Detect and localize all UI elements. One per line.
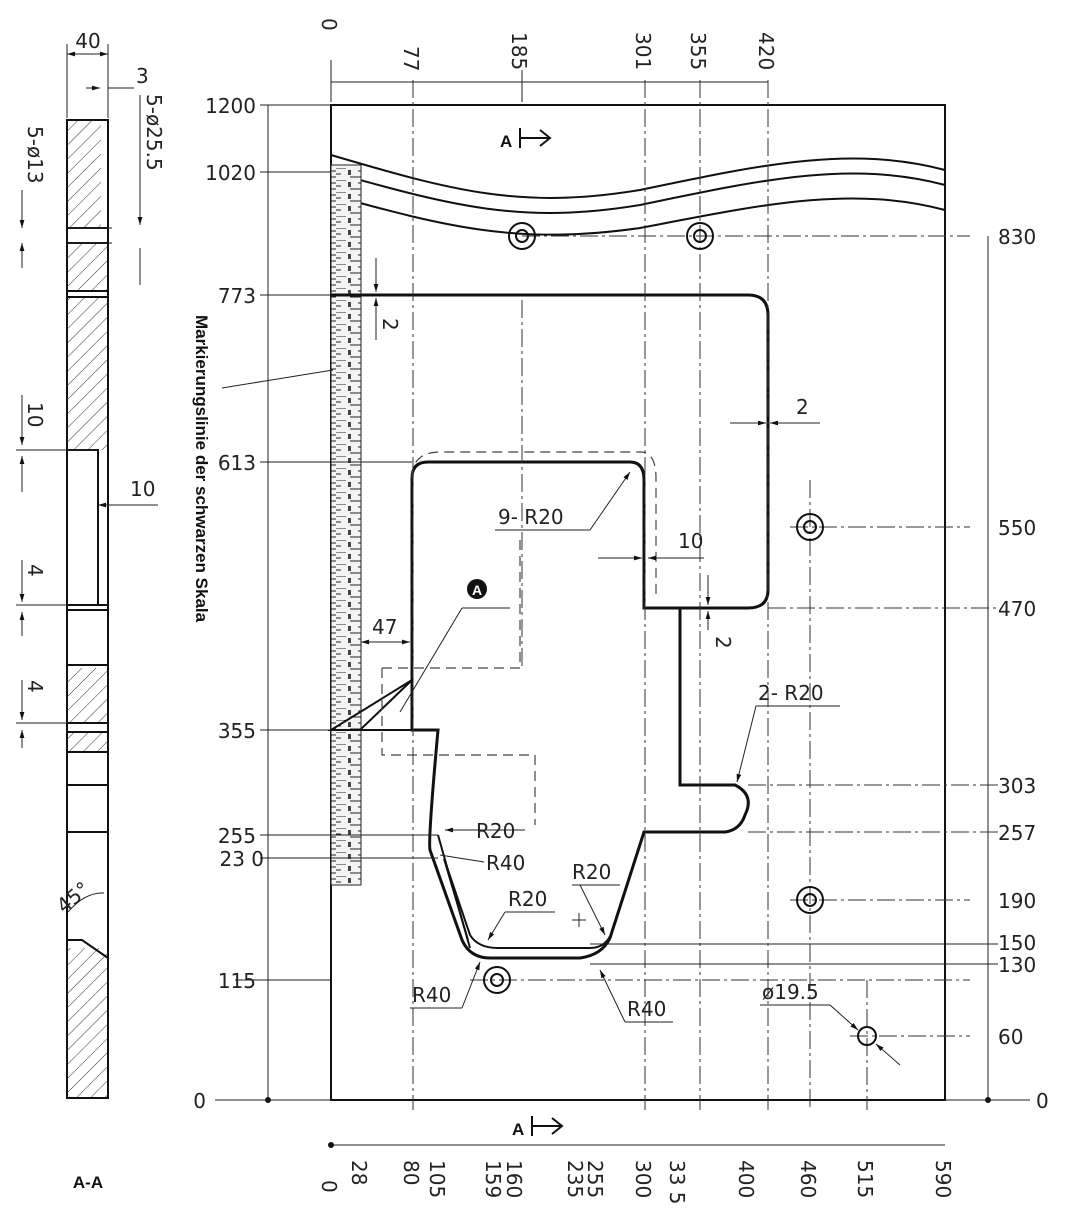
top-dim-185: 185 bbox=[507, 32, 531, 70]
section-view: 40 3 5-ø25.5 5-ø13 10 10 4 4 45° A-A bbox=[16, 29, 166, 1192]
callout-2x-r20: 2- R20 bbox=[758, 681, 824, 705]
break-line-bottom bbox=[330, 194, 946, 236]
callout-r20-b: R20 bbox=[508, 887, 547, 911]
bottom-dim-400: 400 bbox=[734, 1160, 758, 1198]
top-dim-0: 0 bbox=[317, 18, 341, 31]
bottom-dim-235: 235 bbox=[563, 1160, 587, 1198]
bottom-dim-335: 33 5 bbox=[665, 1160, 689, 1205]
dim-gap-2: 4 bbox=[23, 680, 47, 693]
ruler-scale bbox=[330, 164, 362, 886]
bottom-dim-80: 80 bbox=[399, 1160, 423, 1185]
right-dim-303: 303 bbox=[998, 774, 1036, 798]
callout-r20-a: R20 bbox=[476, 819, 515, 843]
right-dim-130: 130 bbox=[998, 953, 1036, 977]
bottom-dim-515: 515 bbox=[853, 1160, 877, 1198]
callout-r20-c: R20 bbox=[572, 860, 611, 884]
left-dim-1200: 1200 bbox=[205, 94, 256, 118]
left-dim-613: 613 bbox=[218, 451, 256, 475]
right-dim-150: 150 bbox=[998, 931, 1036, 955]
right-dim-257: 257 bbox=[998, 821, 1036, 845]
callout-offset-2a: 2 bbox=[378, 318, 402, 331]
hatch-3 bbox=[67, 297, 108, 450]
bottom-dim-460: 460 bbox=[796, 1160, 820, 1198]
dim-step: 3 bbox=[136, 64, 149, 88]
dim-width: 40 bbox=[75, 29, 100, 53]
plate-outline bbox=[330, 104, 946, 1101]
callout-9x-r20: 9- R20 bbox=[498, 505, 564, 529]
left-dim-355: 355 bbox=[218, 719, 256, 743]
hole-5 bbox=[483, 966, 511, 994]
right-dim-0: 0 bbox=[1036, 1089, 1049, 1113]
top-dim-77: 77 bbox=[399, 46, 423, 71]
bottom-dim-590: 590 bbox=[931, 1160, 955, 1198]
hatch-6 bbox=[67, 948, 108, 1098]
hatch-4 bbox=[67, 668, 108, 723]
hatch-1 bbox=[67, 120, 101, 227]
bottom-dim-255: 255 bbox=[583, 1160, 607, 1198]
callout-r40-a: R40 bbox=[486, 851, 525, 875]
left-dim-230: 23 0 bbox=[219, 847, 264, 871]
bottom-dim-159: 159 bbox=[481, 1160, 505, 1198]
left-dim-773: 773 bbox=[218, 284, 256, 308]
bottom-dim-160: 160 bbox=[502, 1160, 526, 1198]
detail-marker: A bbox=[472, 582, 482, 598]
left-dim-0: 0 bbox=[193, 1089, 206, 1113]
callout-hole-diameter: ø19.5 bbox=[762, 980, 819, 1004]
bottom-dim-28: 28 bbox=[347, 1160, 371, 1185]
right-dim-190: 190 bbox=[998, 889, 1036, 913]
hole-1 bbox=[508, 222, 536, 250]
callout-slot-10: 10 bbox=[678, 529, 703, 553]
scale-note: Markierungslinie der schwarzen Skala bbox=[192, 315, 211, 623]
top-dim-301: 301 bbox=[631, 32, 655, 70]
dim-small-holes: 5-ø13 bbox=[23, 126, 47, 184]
dim-slot-depth: 10 bbox=[23, 402, 47, 427]
section-marker-top: A bbox=[500, 132, 512, 151]
callout-r40-c: R40 bbox=[627, 997, 666, 1021]
section-marker-bottom: A bbox=[512, 1120, 524, 1139]
hole-6 bbox=[857, 1026, 877, 1046]
top-dim-420: 420 bbox=[754, 32, 778, 70]
dim-counterbore: 5-ø25.5 bbox=[142, 94, 166, 171]
callout-offset-47: 47 bbox=[372, 615, 397, 639]
right-dim-470: 470 bbox=[998, 597, 1036, 621]
right-dim-550: 550 bbox=[998, 516, 1036, 540]
callout-r40-b: R40 bbox=[412, 983, 451, 1007]
corner-triangle bbox=[327, 679, 413, 731]
cutout-outline bbox=[331, 293, 770, 960]
hatch-2 bbox=[67, 243, 108, 291]
right-dim-830: 830 bbox=[998, 225, 1036, 249]
callout-offset-2c: 2 bbox=[711, 636, 735, 649]
detail-marker-circle bbox=[467, 579, 487, 599]
callout-offset-2b: 2 bbox=[796, 395, 809, 419]
bottom-dim-105: 105 bbox=[425, 1160, 449, 1198]
right-dim-60: 60 bbox=[998, 1025, 1023, 1049]
hatch-5 bbox=[67, 732, 108, 752]
hole-3 bbox=[796, 513, 824, 541]
dim-slot-width: 10 bbox=[130, 477, 155, 501]
break-line-top bbox=[330, 154, 946, 199]
left-dim-255: 255 bbox=[218, 824, 256, 848]
section-label: A-A bbox=[73, 1173, 103, 1192]
hole-2 bbox=[686, 222, 714, 250]
left-dim-1020: 1020 bbox=[205, 161, 256, 185]
dim-gap-1: 4 bbox=[23, 564, 47, 577]
bottom-dim-300: 300 bbox=[631, 1160, 655, 1198]
dim-angle: 45° bbox=[52, 877, 95, 918]
left-dim-115: 115 bbox=[218, 969, 256, 993]
hole-4 bbox=[796, 886, 824, 914]
plan-view: A A A Markierungslinie der schwarzen Ska… bbox=[192, 18, 1049, 1205]
offset-dashed bbox=[411, 451, 657, 595]
top-dim-355: 355 bbox=[686, 32, 710, 70]
bottom-dim-0: 0 bbox=[317, 1180, 341, 1193]
